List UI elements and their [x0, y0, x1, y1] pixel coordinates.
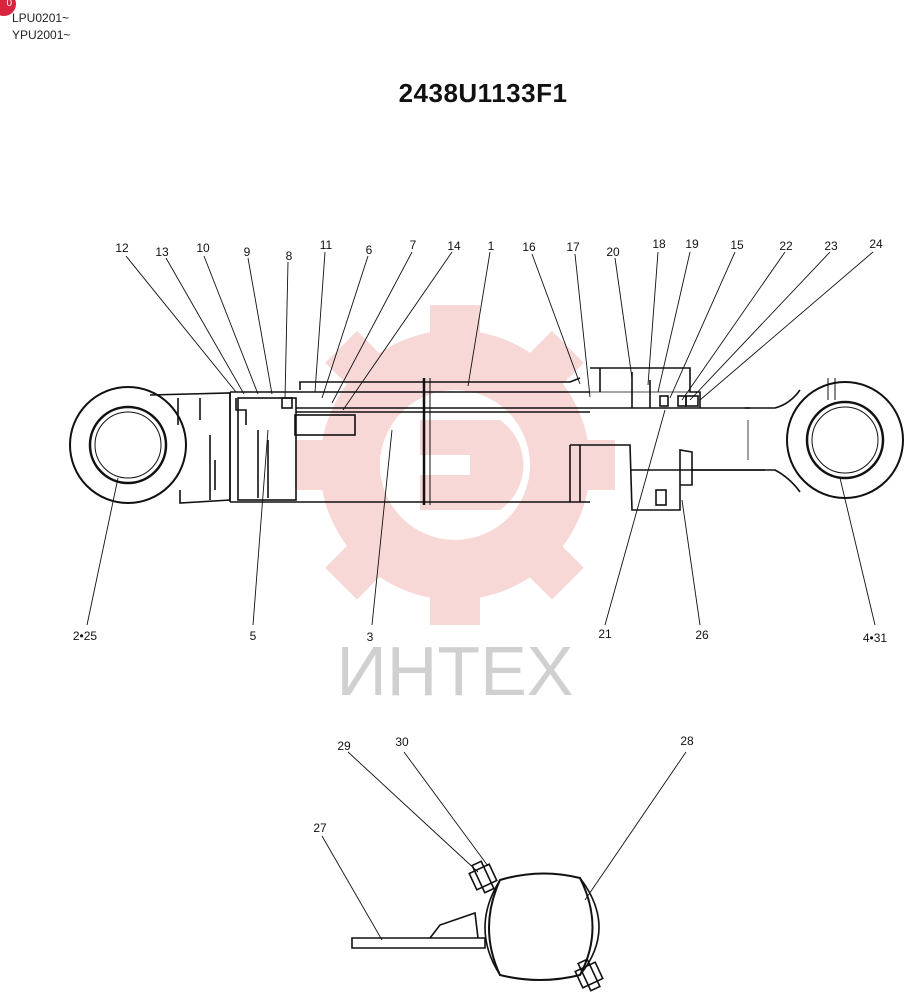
callout-13: 13	[155, 245, 169, 259]
clamp-callout-labels: 29 30 28 27	[313, 734, 694, 835]
callout-2-25: 2•25	[73, 629, 98, 643]
clamp-detail	[351, 860, 604, 992]
callout-26: 26	[695, 628, 709, 642]
callout-9: 9	[244, 245, 251, 259]
callout-14: 14	[447, 239, 461, 253]
serial-range: LPU0201~ YPU2001~	[12, 10, 70, 44]
callout-30: 30	[395, 735, 409, 749]
callout-23: 23	[824, 239, 838, 253]
callout-21: 21	[598, 627, 612, 641]
callout-5: 5	[250, 629, 257, 643]
callout-11: 11	[320, 238, 333, 252]
callout-22: 22	[779, 239, 793, 253]
callout-15: 15	[730, 238, 744, 252]
callout-12: 12	[115, 241, 129, 255]
callout-19: 19	[685, 237, 699, 251]
callout-24: 24	[869, 237, 883, 251]
serial-line: LPU0201~	[12, 11, 70, 25]
watermark-text: ИНТЕХ	[336, 632, 573, 710]
callout-17: 17	[566, 240, 580, 254]
clamp-leader-lines	[321, 751, 687, 941]
leader-lines	[86, 251, 876, 626]
callout-labels: 12 13 10 9 8 11 6 7 14 1 16 17 20 18 19 …	[73, 237, 888, 645]
hydraulic-cylinder	[69, 367, 904, 511]
callout-7: 7	[410, 238, 417, 252]
callout-3: 3	[367, 630, 374, 644]
callout-1: 1	[488, 239, 495, 253]
callout-16: 16	[522, 240, 536, 254]
callout-28: 28	[680, 734, 694, 748]
callout-20: 20	[606, 245, 620, 259]
part-number-title: 2438U1133F1	[398, 78, 568, 108]
serial-line: YPU2001~	[12, 28, 71, 42]
callout-8: 8	[286, 249, 293, 263]
callout-29: 29	[337, 739, 351, 753]
callout-4-31: 4•31	[863, 631, 888, 645]
callout-18: 18	[652, 237, 666, 251]
gear-logo-icon	[295, 305, 615, 625]
corner-badge: 0	[0, 0, 16, 16]
callout-10: 10	[196, 241, 210, 255]
callout-27: 27	[313, 821, 327, 835]
callout-6: 6	[366, 243, 373, 257]
